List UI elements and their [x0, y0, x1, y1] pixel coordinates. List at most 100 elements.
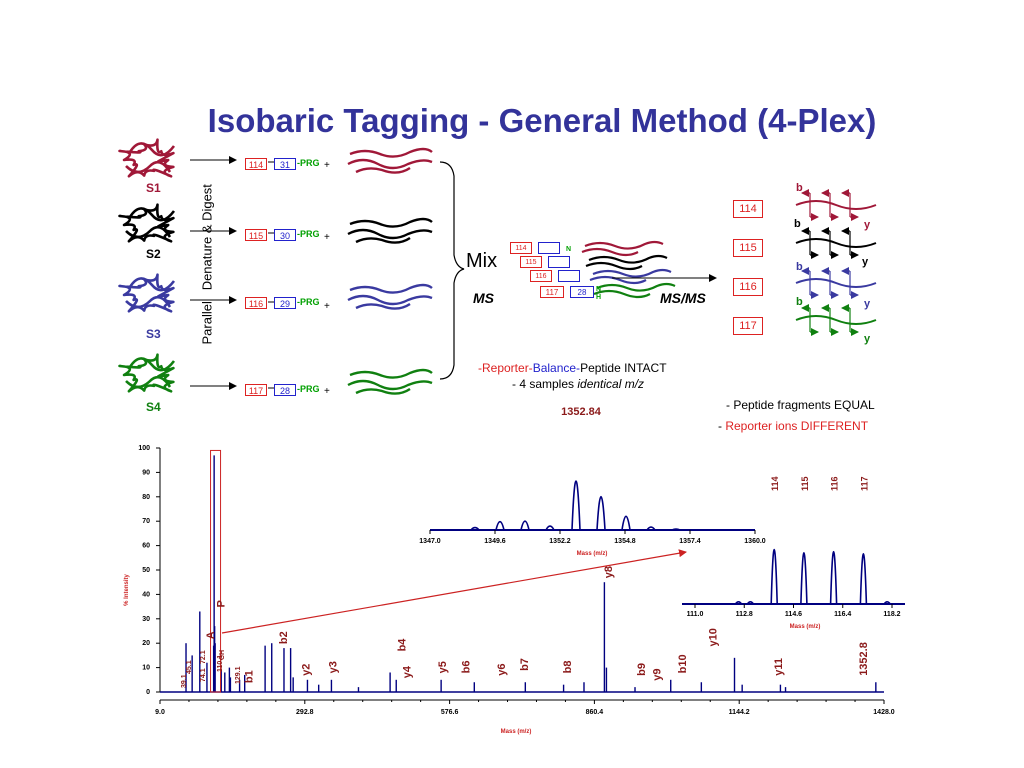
mix-reporter-box: 114	[510, 242, 532, 254]
reporter-x-tick-label: 116.4	[834, 611, 851, 618]
fragment-backbone	[795, 315, 877, 325]
precursor-x-axis-label: Mass (m/z)	[577, 551, 608, 557]
fragment-ladder-icon	[795, 189, 877, 221]
protein-coil-inner	[125, 277, 176, 309]
reporter-tag-box: 115	[245, 229, 267, 241]
peptide-strand	[349, 217, 433, 228]
prg-label: -PRG	[297, 297, 320, 307]
reporter-x-tick-label: 112.8	[736, 611, 753, 618]
fragment-backbone	[795, 278, 877, 288]
peptide-strand	[347, 158, 433, 170]
reporter-ion-box-116: 116	[733, 278, 763, 296]
peak-annotation: y9	[652, 668, 664, 680]
mixed-peptide-strand	[589, 275, 647, 285]
note-balance-text: Balance-	[532, 361, 581, 375]
protein-coil	[118, 203, 175, 243]
mix-reporter-box: 115	[520, 256, 542, 268]
note-reporter-different: - Reporter ions DIFFERENT	[718, 419, 868, 433]
reporter-peak-label: 115	[800, 476, 810, 491]
reporter-ion-box-114: 114	[733, 200, 763, 218]
reporter-tag-box: 117	[245, 384, 267, 396]
spectrum-peak	[596, 495, 606, 531]
mixed-peptide-strand	[585, 261, 643, 271]
peptide-strand	[347, 379, 433, 391]
mix-reporter-box: 117	[540, 286, 564, 298]
note-identical-mz: identical m/z	[577, 377, 645, 391]
protein-blob-icon	[118, 353, 176, 393]
peak-annotation: y4	[402, 665, 414, 678]
sample-label-s2: S2	[146, 247, 161, 261]
small-peak-annotation: 110.1	[217, 655, 224, 672]
protein-blob-icon	[118, 138, 176, 178]
peak-annotation: A	[205, 631, 217, 639]
mixed-peptide-strand	[581, 247, 639, 257]
mix-h-label: H	[596, 294, 602, 301]
fragment-backbone	[795, 238, 877, 248]
precursor-peak-label: 1352.84	[561, 406, 602, 418]
peptide-strand	[355, 166, 411, 174]
balance-tag-box: 29	[274, 297, 296, 309]
peak-annotation: b1	[243, 670, 255, 683]
msms-label: MS/MS	[660, 290, 706, 306]
main-x-tick-label: 1144.2	[729, 709, 750, 716]
peptide-strand-icon	[347, 217, 433, 244]
small-peak-annotation: 74.1	[200, 668, 207, 682]
spectrum-peak	[829, 550, 838, 605]
mix-label: Mix	[466, 250, 498, 272]
peak-annotation: 1352.8	[858, 642, 870, 676]
main-x-axis-label: Mass (m/z)	[501, 729, 532, 735]
peak-annotation: b6	[461, 661, 473, 674]
reporter-x-tick-label: 114.6	[785, 611, 802, 618]
plus-sign: +	[324, 386, 330, 397]
prg-label: -PRG	[297, 158, 320, 168]
spectrum-peak	[621, 515, 631, 531]
peak-annotation: b9	[636, 663, 648, 676]
fragment-y-label: y	[864, 219, 871, 231]
peak-annotation: y5	[437, 661, 449, 673]
peptide-strand	[349, 368, 433, 379]
balance-tag-box: 30	[274, 229, 296, 241]
sample-label-s4: S4	[146, 400, 161, 414]
plus-sign: +	[324, 232, 330, 243]
note-intact: -Reporter-Balance-Peptide INTACT	[478, 361, 667, 375]
reporter-peak-label: 117	[859, 476, 869, 491]
fragment-ladder-icon	[795, 267, 877, 299]
reporter-ion-box-115: 115	[733, 239, 763, 257]
reporter-peak-label: 116	[830, 476, 840, 491]
main-y-tick-label: 60	[142, 543, 150, 550]
protein-blob-icon	[118, 273, 176, 313]
mixed-peptide-strand	[584, 240, 664, 250]
sample-label-s1: S1	[146, 181, 161, 195]
main-y-tick-label: 40	[142, 591, 150, 598]
slide-title: Isobaric Tagging - General Method (4-Ple…	[207, 102, 877, 139]
reporter-tag-box: 114	[245, 158, 267, 170]
reporter-x-tick-label: 111.0	[687, 611, 704, 618]
main-y-tick-label: 50	[142, 567, 150, 574]
mixed-peptide-strand	[592, 268, 672, 278]
peak-annotation: y3	[328, 661, 340, 673]
protein-coil-inner	[125, 142, 176, 174]
reporter-tag-box: 116	[245, 297, 267, 309]
precursor-x-tick-label: 1357.4	[679, 538, 701, 545]
balance-tag-box: 31	[274, 158, 296, 170]
fragment-ladder-icon	[795, 227, 877, 259]
mixed-peptide-strand	[588, 254, 668, 264]
peak-annotation: y11	[773, 658, 785, 676]
plus-sign: +	[324, 160, 330, 171]
spectrum-peak	[545, 525, 555, 531]
fragment-y-label: y	[864, 298, 871, 310]
spectrum-peak	[800, 551, 808, 605]
peptide-strand	[349, 147, 433, 158]
main-y-tick-label: 80	[142, 494, 150, 501]
fragment-y-label: y	[864, 333, 871, 345]
prg-label: -PRG	[297, 229, 320, 239]
reporter-x-axis-label: Mass (m/z)	[790, 624, 821, 630]
precursor-x-tick-label: 1352.2	[549, 538, 571, 545]
peak-annotation: y2	[300, 664, 312, 676]
spectrum-peak	[571, 480, 581, 531]
zoom-arrow	[221, 549, 687, 634]
precursor-x-tick-label: 1354.8	[614, 538, 636, 545]
